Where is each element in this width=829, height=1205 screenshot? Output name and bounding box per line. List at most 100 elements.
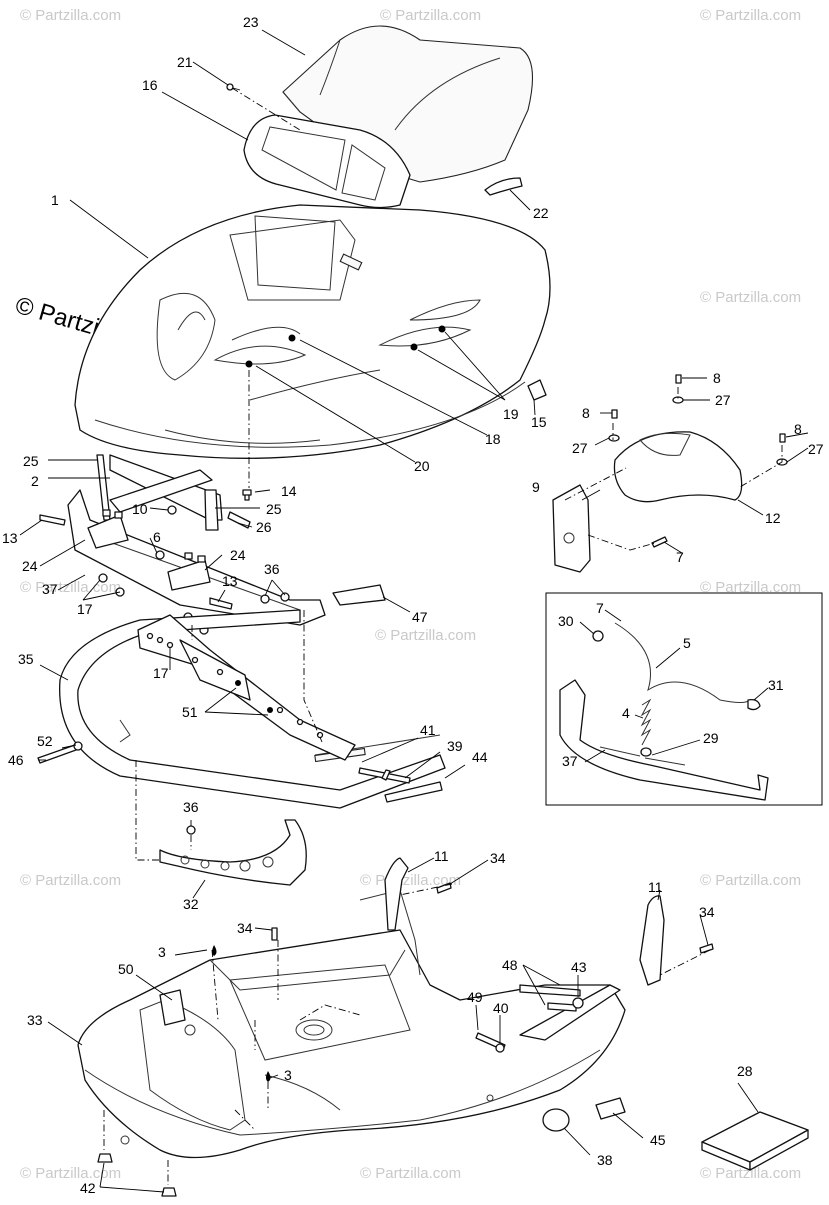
callout-label: 2 — [31, 473, 39, 489]
callout-label: 6 — [153, 529, 161, 545]
inset-bracket-37-part[interactable] — [559, 679, 769, 801]
callout-label: 36 — [264, 561, 280, 577]
clip-31-part[interactable] — [747, 698, 761, 711]
callout-label: 23 — [243, 14, 259, 30]
callout-label: 30 — [558, 613, 574, 629]
callout-label: 40 — [493, 1000, 509, 1016]
detail-inset-box — [545, 592, 823, 806]
callout-label: 25 — [266, 501, 282, 517]
callout-label: 8 — [582, 405, 590, 421]
callout-label: 34 — [237, 920, 253, 936]
hood-part[interactable] — [74, 204, 551, 459]
watermark-text: © Partzilla.com — [20, 872, 121, 889]
callout-label: 16 — [142, 77, 158, 93]
watermark-text: © Partzilla.com — [380, 7, 481, 24]
callout-label: 31 — [768, 677, 784, 693]
rivet-42-part[interactable] — [97, 1153, 177, 1197]
callout-label: 8 — [794, 421, 802, 437]
callout-label: 3 — [284, 1067, 292, 1083]
callout-label: 32 — [183, 896, 199, 912]
callout-label: 27 — [715, 392, 731, 408]
screw-21-part[interactable] — [226, 83, 241, 91]
callout-label: 12 — [765, 510, 781, 526]
callout-label: 7 — [596, 600, 604, 616]
callout-label: 11 — [648, 879, 663, 895]
watermark-text: © Partzilla.com — [360, 1165, 461, 1182]
callout-label: 50 — [118, 961, 134, 977]
callout-label: 13 — [2, 530, 18, 546]
instrument-console-part[interactable] — [243, 114, 411, 209]
decal-45-part[interactable] — [595, 1097, 626, 1120]
callout-label: 38 — [597, 1152, 613, 1168]
callout-label: 34 — [699, 904, 715, 920]
watermark-text: © Partzilla.com — [375, 627, 476, 644]
callout-label: 7 — [676, 549, 684, 565]
callout-label: 9 — [532, 479, 540, 495]
callout-label: 44 — [472, 749, 488, 765]
callout-label: 24 — [230, 547, 246, 563]
callout-label: 13 — [222, 573, 238, 589]
callout-label: 8 — [713, 370, 721, 386]
callout-label: 5 — [683, 635, 691, 651]
watermark-text: © Partzilla.com — [20, 1165, 121, 1182]
bolt-39-part[interactable] — [358, 767, 443, 803]
callout-label: 20 — [414, 458, 430, 474]
callout-label: 17 — [77, 601, 93, 617]
screw-8-part[interactable] — [611, 374, 786, 443]
callout-label: 4 — [622, 705, 630, 721]
screw-14-part[interactable] — [242, 489, 252, 501]
callout-label: 43 — [571, 959, 587, 975]
callout-label: 34 — [490, 850, 506, 866]
cable-5-part[interactable] — [614, 622, 751, 703]
callout-label: 22 — [533, 205, 549, 221]
callout-label: 21 — [177, 54, 193, 70]
plate-47-part[interactable] — [332, 584, 386, 606]
bracket-11-part[interactable] — [384, 857, 665, 986]
washer-30-part[interactable] — [592, 630, 604, 642]
callout-label: 47 — [412, 609, 428, 625]
callout-label: 17 — [153, 665, 169, 681]
plug-38-part[interactable] — [542, 1108, 570, 1132]
callout-label: 27 — [808, 441, 824, 457]
callout-label: 52 — [37, 733, 53, 749]
rear-bracket-32-part[interactable] — [159, 819, 307, 886]
callout-label: 49 — [467, 989, 483, 1005]
callout-label: 28 — [737, 1063, 753, 1079]
watermark-text: © Partzilla.com — [20, 7, 121, 24]
side-bracket-9-part[interactable] — [552, 484, 591, 573]
callout-label: 10 — [132, 501, 148, 517]
screw-34-part[interactable] — [271, 882, 714, 954]
callout-label: 24 — [22, 558, 38, 574]
sealant-3-icon — [212, 945, 271, 1082]
watermark-text: © Partzilla.com — [700, 1165, 801, 1182]
watermark-text: © Partzilla.com — [20, 579, 121, 596]
callout-label: 45 — [650, 1132, 666, 1148]
callout-label: 27 — [572, 440, 588, 456]
callout-label: 37 — [562, 753, 578, 769]
bumper-15-part[interactable] — [527, 379, 547, 401]
belly-pan-33-part[interactable] — [77, 889, 626, 1159]
reinforcement-plate-51-part[interactable] — [137, 614, 356, 761]
callout-label: 15 — [531, 414, 547, 430]
callout-label: 14 — [281, 483, 297, 499]
nut-40-part[interactable] — [495, 1043, 505, 1053]
spring-4-part[interactable] — [640, 698, 652, 757]
callout-label: 36 — [183, 799, 199, 815]
side-panel-12-part[interactable] — [613, 431, 743, 503]
watermark-text: © Partzilla.com — [700, 579, 801, 596]
callout-labels: 23 21 16 1 22 19 15 18 20 14 25 2 10 25 … — [2, 14, 824, 1196]
hood-support-frame-part[interactable] — [96, 454, 251, 531]
callout-label: 41 — [420, 722, 436, 738]
manual-28-part[interactable] — [701, 1111, 809, 1171]
pin-7-part[interactable] — [651, 536, 668, 548]
watermark-text: © Partzilla.com — [700, 289, 801, 306]
watermark-text: © Partzilla.com — [700, 872, 801, 889]
grab-handle-22-part[interactable] — [484, 177, 523, 196]
callout-label: 39 — [447, 738, 463, 754]
callout-label: 46 — [8, 752, 24, 768]
bolt-46-part[interactable] — [37, 741, 83, 764]
callout-label: 33 — [27, 1012, 43, 1028]
rivet-50-part[interactable] — [159, 989, 196, 1036]
